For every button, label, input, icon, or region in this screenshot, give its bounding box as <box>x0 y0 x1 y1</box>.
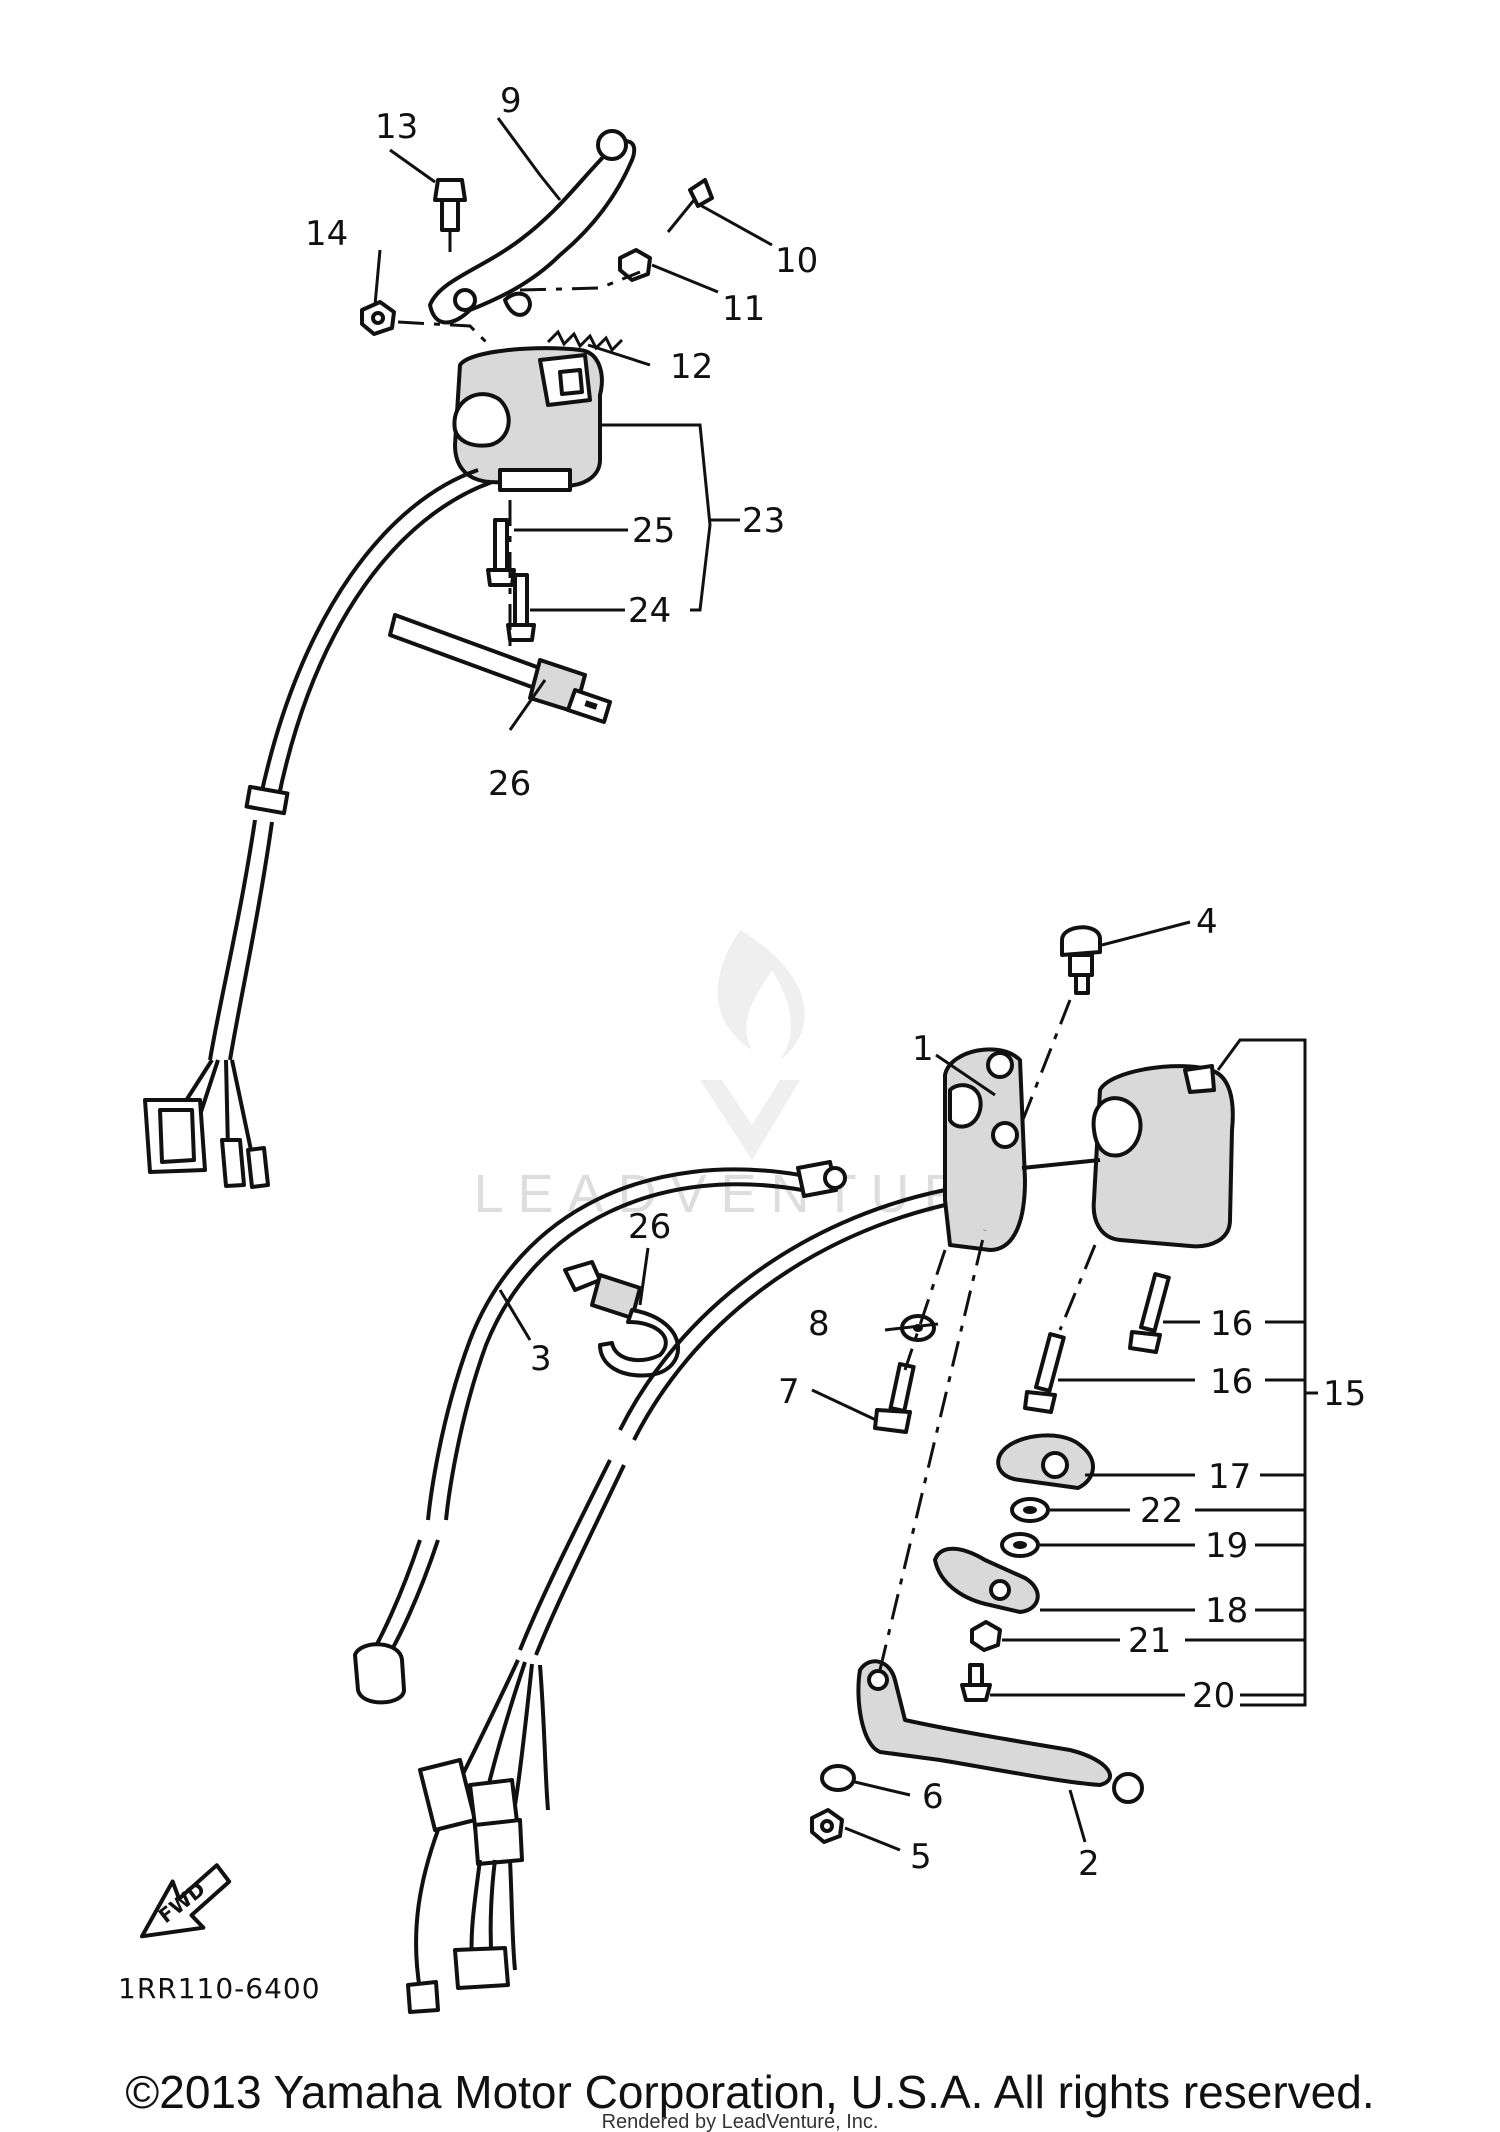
callout-13: 13 <box>375 107 418 147</box>
callout-3: 3 <box>530 1339 552 1379</box>
nut-21 <box>970 1620 1002 1652</box>
callout-16-lower: 16 <box>1210 1362 1253 1402</box>
alignment-line <box>903 1249 947 1371</box>
leader-lines <box>373 117 1318 1852</box>
screw-20 <box>960 1663 992 1702</box>
cable-guide-18 <box>933 1546 1040 1614</box>
copyright-notice: ©2013 Yamaha Motor Corporation, U.S.A. A… <box>125 2066 1374 2118</box>
wire-3 <box>353 1160 847 1705</box>
screw-7 <box>873 1362 916 1434</box>
nut-11 <box>618 248 652 282</box>
callout-23: 23 <box>742 501 785 541</box>
callout-16-upper: 16 <box>1210 1304 1253 1344</box>
alignment-line <box>519 270 641 292</box>
left-handlebar-switch-part <box>452 346 604 492</box>
bolt-4 <box>1060 925 1102 995</box>
callout-9: 9 <box>500 81 522 121</box>
alignment-line <box>1058 1244 1097 1331</box>
callout-26-lower: 26 <box>628 1207 671 1247</box>
nut-5 <box>810 1808 844 1844</box>
callout-21: 21 <box>1128 1621 1171 1661</box>
forward-direction-arrow: FWD <box>139 1863 232 1939</box>
screw-16-lower <box>1023 1332 1066 1414</box>
screw-10 <box>666 178 714 233</box>
callout-15: 15 <box>1323 1374 1366 1414</box>
callout-22: 22 <box>1140 1491 1183 1531</box>
callout-7: 7 <box>778 1372 800 1412</box>
renderer-credit: Rendered by LeadVenture, Inc. <box>602 2111 879 2132</box>
screw-24 <box>506 573 536 642</box>
spring-12 <box>546 329 624 353</box>
alignment-line <box>397 320 490 346</box>
callout-24: 24 <box>628 591 671 631</box>
pad-6 <box>820 1764 856 1792</box>
washer-19 <box>1000 1532 1040 1558</box>
cable-tie-lower <box>563 1260 681 1378</box>
nut-14 <box>360 300 396 336</box>
callout-10: 10 <box>775 241 818 281</box>
callout-14: 14 <box>305 214 348 254</box>
alignment-line <box>878 1229 987 1671</box>
cable-guide-17 <box>996 1433 1095 1490</box>
callout-20: 20 <box>1192 1676 1235 1716</box>
callout-8: 8 <box>808 1304 830 1344</box>
diagram-code: 1RR110-6400 <box>118 1972 321 2005</box>
cable-tie-upper <box>388 613 612 724</box>
washer-22 <box>1010 1497 1050 1523</box>
pivot-bolt-13 <box>433 178 467 252</box>
callout-2: 2 <box>1078 1844 1100 1884</box>
callout-17: 17 <box>1208 1457 1251 1497</box>
right-handlebar-switch-part <box>1091 1064 1235 1249</box>
callout-1: 1 <box>912 1029 934 1069</box>
callout-4: 4 <box>1196 902 1218 942</box>
callout-18: 18 <box>1205 1591 1248 1631</box>
watermark-logo <box>700 930 805 1160</box>
screw-16-upper <box>1128 1272 1171 1354</box>
callout-11: 11 <box>722 289 765 329</box>
callout-12: 12 <box>670 347 713 387</box>
handlebar-tube <box>1021 1158 1101 1170</box>
brake-lever-part <box>856 1659 1144 1804</box>
lever-holder-part <box>943 1047 1027 1252</box>
callout-19: 19 <box>1205 1526 1248 1566</box>
left-switch-wire-harness <box>143 468 493 1189</box>
callout-labels: 9 13 14 10 11 12 23 25 24 26 4 1 16 16 1… <box>305 81 1366 1884</box>
clutch-lever-part <box>428 129 637 325</box>
right-switch-wire-harness <box>406 1188 946 2014</box>
screw-25 <box>486 518 516 587</box>
callout-26-upper: 26 <box>488 764 531 804</box>
callout-6: 6 <box>922 1777 944 1817</box>
callout-25: 25 <box>632 511 675 551</box>
callout-5: 5 <box>910 1837 932 1877</box>
